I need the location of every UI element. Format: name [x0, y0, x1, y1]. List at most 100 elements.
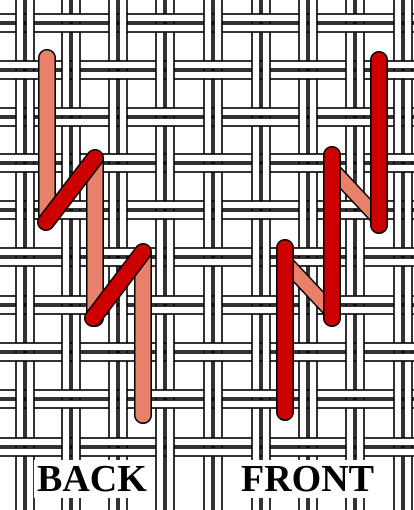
thread-crossing — [204, 389, 212, 399]
thread-crossing — [299, 107, 307, 117]
thread-crossing — [72, 342, 80, 352]
thread-crossing — [109, 107, 117, 117]
thread-crossing — [299, 117, 307, 127]
thread-crossing — [346, 163, 354, 173]
thread-crossing — [394, 389, 402, 399]
thread-crossing — [26, 389, 34, 399]
thread-crossing — [16, 107, 24, 117]
thread-crossing — [62, 447, 70, 457]
thread-crossing — [16, 200, 24, 210]
front-label: FRONT — [241, 458, 374, 500]
thread-crossing — [262, 60, 270, 70]
thread-crossing — [262, 342, 270, 352]
thread-crossing — [62, 342, 70, 352]
thread-crossing — [309, 399, 317, 409]
thread-crossing — [214, 389, 222, 399]
thread-crossing — [356, 247, 364, 257]
thread-crossing — [394, 107, 402, 117]
thread-crossing — [394, 200, 402, 210]
thread-crossing — [394, 295, 402, 305]
thread-crossing — [204, 13, 212, 23]
thread-crossing — [156, 163, 164, 173]
thread-crossing — [214, 305, 222, 315]
thread-crossing — [214, 295, 222, 305]
thread-crossing — [26, 107, 34, 117]
thread-crossing — [262, 163, 270, 173]
thread-crossing — [119, 200, 127, 210]
thread-crossing — [16, 23, 24, 33]
thread-crossing — [299, 13, 307, 23]
thread-crossing — [16, 399, 24, 409]
thread-crossing — [166, 447, 174, 457]
thread-crossing — [26, 295, 34, 305]
thread-crossing — [394, 210, 402, 220]
thread-crossing — [356, 153, 364, 163]
thread-crossing — [26, 117, 34, 127]
thread-crossing — [26, 200, 34, 210]
thread-crossing — [356, 60, 364, 70]
thread-crossing — [309, 23, 317, 33]
thread-crossing — [156, 437, 164, 447]
thread-crossing — [62, 257, 70, 267]
thread-crossing — [62, 60, 70, 70]
thread-crossing — [16, 117, 24, 127]
thread-crossing — [109, 200, 117, 210]
thread-crossing — [346, 257, 354, 267]
thread-crossing — [62, 153, 70, 163]
thread-crossing — [204, 107, 212, 117]
thread-crossing — [119, 210, 127, 220]
thread-crossing — [214, 210, 222, 220]
thread-crossing — [26, 23, 34, 33]
thread-crossing — [166, 70, 174, 80]
thread-crossing — [394, 305, 402, 315]
thread-crossing — [166, 153, 174, 163]
thread-crossing — [404, 13, 412, 23]
thread-crossing — [356, 437, 364, 447]
thread-crossing — [394, 23, 402, 33]
thread-crossing — [62, 163, 70, 173]
thread-crossing — [156, 342, 164, 352]
thread-crossing — [309, 117, 317, 127]
thread-crossing — [346, 60, 354, 70]
thread-crossing — [119, 389, 127, 399]
thread-crossing — [119, 399, 127, 409]
thread-crossing — [404, 389, 412, 399]
thread-crossing — [262, 153, 270, 163]
thread-crossing — [346, 342, 354, 352]
thread-crossing — [156, 60, 164, 70]
thread-crossing — [156, 153, 164, 163]
thread-crossing — [404, 23, 412, 33]
thread-crossing — [72, 60, 80, 70]
thread-crossing — [252, 247, 260, 257]
thread-crossing — [109, 117, 117, 127]
thread-crossing — [404, 210, 412, 220]
thread-crossing — [356, 257, 364, 267]
thread-crossing — [109, 399, 117, 409]
thread-crossing — [72, 437, 80, 447]
thread-crossing — [262, 437, 270, 447]
thread-crossing — [299, 295, 307, 305]
thread-crossing — [346, 70, 354, 80]
thread-crossing — [356, 70, 364, 80]
thread-crossing — [156, 247, 164, 257]
thread-crossing — [356, 163, 364, 173]
thread-crossing — [252, 352, 260, 362]
thread-crossing — [16, 389, 24, 399]
thread-crossing — [62, 352, 70, 362]
thread-crossing — [119, 13, 127, 23]
thread-crossing — [394, 117, 402, 127]
thread-crossing — [309, 210, 317, 220]
thread-crossing — [204, 200, 212, 210]
thread-crossing — [262, 447, 270, 457]
thread-crossing — [262, 247, 270, 257]
thread-crossing — [16, 295, 24, 305]
thread-crossing — [204, 210, 212, 220]
thread-crossing — [214, 200, 222, 210]
thread-crossing — [72, 352, 80, 362]
thread-crossing — [346, 247, 354, 257]
thread-crossing — [346, 437, 354, 447]
thread-crossing — [16, 210, 24, 220]
thread-crossing — [309, 107, 317, 117]
thread-crossing — [166, 60, 174, 70]
